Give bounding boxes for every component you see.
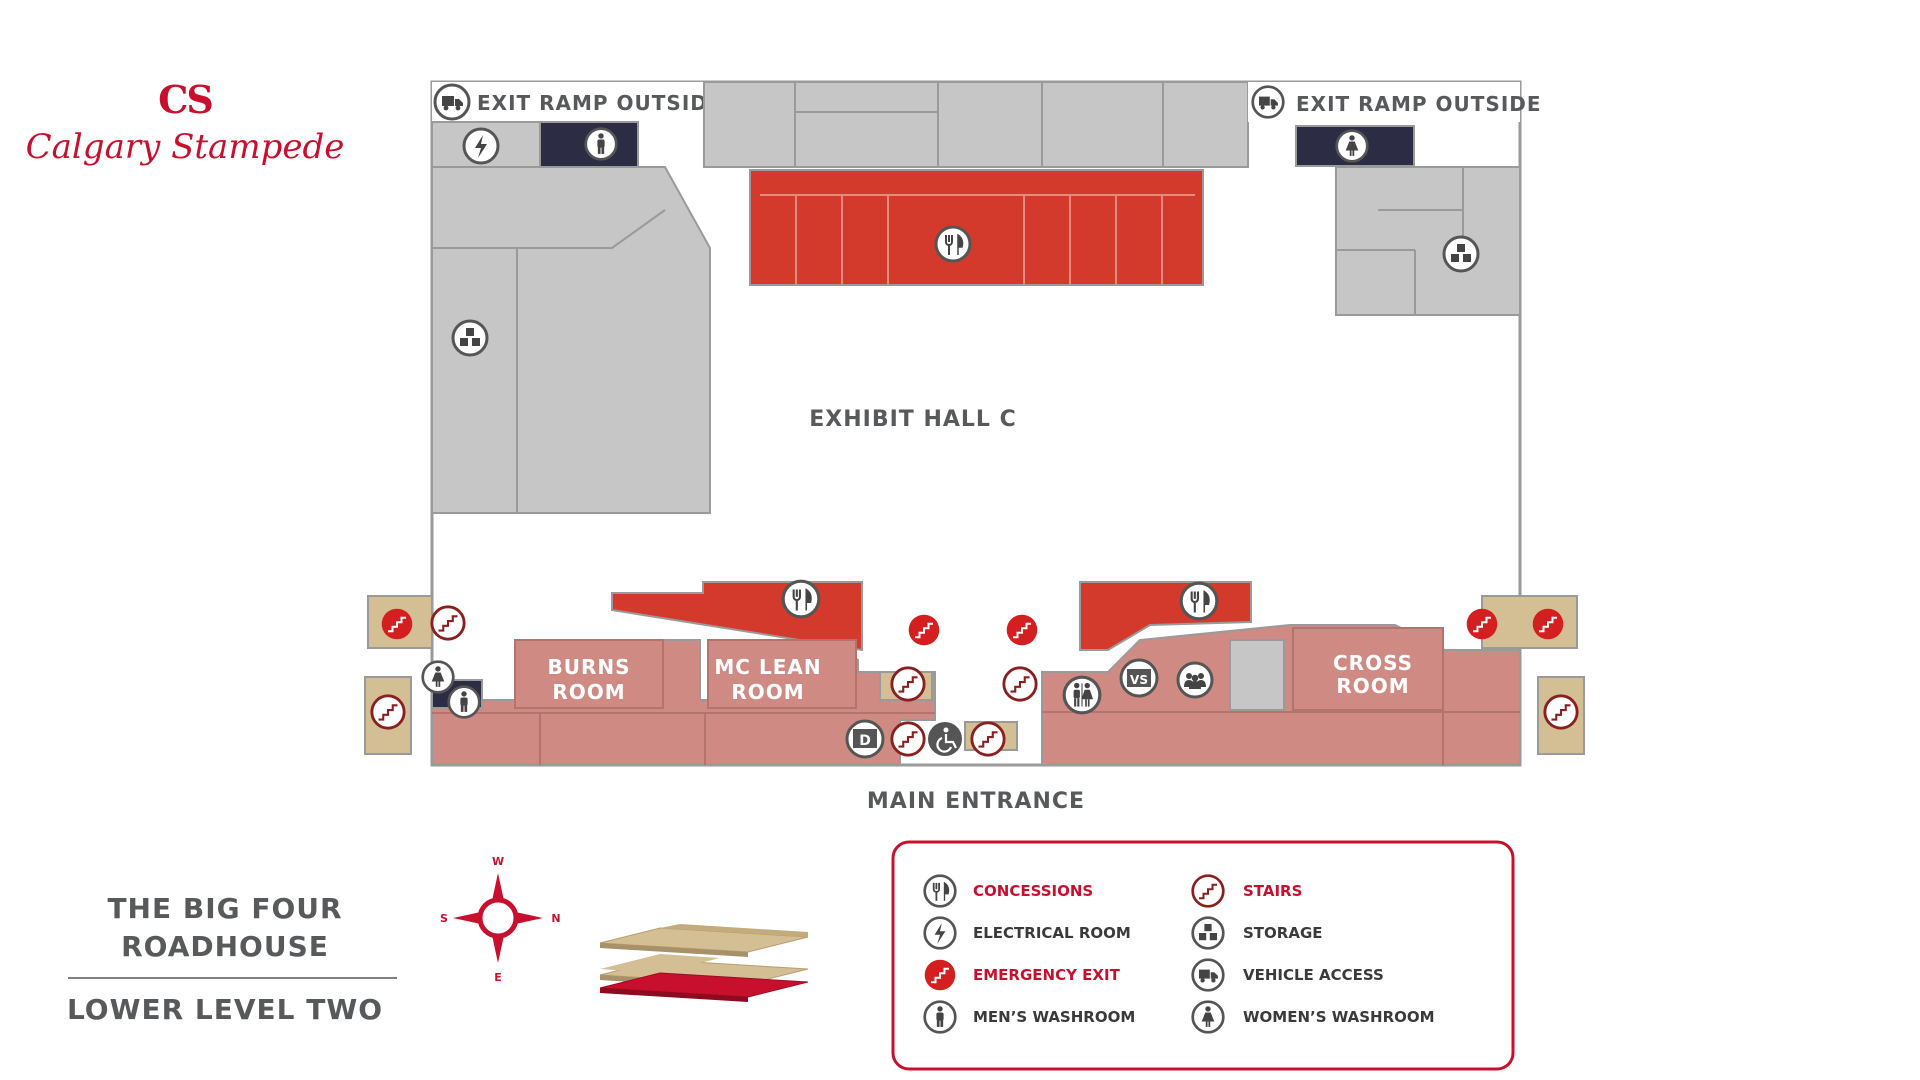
emergency-exit-icon[interactable] [1465, 607, 1499, 641]
title-block: THE BIG FOUR ROADHOUSE LOWER LEVEL TWO [67, 892, 397, 1026]
vs-icon[interactable]: VS [1119, 658, 1159, 698]
floor-plan: EXIT RAMP OUTSIDE EXIT RAMP OUTSIDE [364, 80, 1585, 814]
legend-mens-washroom: MEN’S WASHROOM [973, 1008, 1135, 1026]
stairs-icon [1191, 874, 1225, 908]
cross-room [1292, 627, 1444, 711]
group-icon[interactable] [1176, 661, 1214, 699]
boxes-icon [1191, 916, 1225, 950]
fork-knife-icon [923, 874, 957, 908]
service-room-right [1229, 639, 1285, 711]
compass-n: N [551, 912, 560, 925]
burns-room-label-2: ROOM [552, 680, 625, 704]
emergency-exit-icon[interactable] [1531, 607, 1565, 641]
compass-s: S [440, 912, 448, 925]
truck-icon[interactable] [1251, 85, 1285, 119]
accessible-icon[interactable] [926, 720, 964, 758]
man-icon[interactable] [447, 685, 481, 719]
main-entrance-label: MAIN ENTRANCE [867, 789, 1085, 814]
boxes-icon[interactable] [451, 319, 489, 357]
burns-room [514, 639, 664, 709]
legend: CONCESSIONS ELECTRICAL ROOM EMERGENCY EX… [891, 840, 1515, 1071]
d-icon[interactable]: D [845, 719, 885, 759]
level-label: LOWER LEVEL TWO [67, 993, 383, 1026]
woman-icon [1191, 1000, 1225, 1034]
compass: W S N E [440, 855, 561, 984]
logo-monogram: CS [158, 77, 212, 122]
service-area-left [431, 166, 711, 514]
fork-knife-icon[interactable] [1179, 581, 1219, 621]
woman-icon[interactable] [421, 660, 455, 694]
stairs-icon[interactable] [890, 721, 926, 757]
compass-e: E [494, 971, 502, 984]
exit-ramp-left-area [432, 82, 704, 122]
emergency-exit-icon[interactable] [1005, 613, 1039, 647]
man-icon[interactable] [584, 127, 618, 161]
legend-box [891, 840, 1515, 1071]
storage-right [1335, 166, 1521, 316]
legend-womens-washroom: WOMEN’S WASHROOM [1243, 1008, 1435, 1026]
truck-icon [1191, 958, 1225, 992]
lightning-icon [923, 916, 957, 950]
emergency-exit-icon[interactable] [380, 607, 414, 641]
concessions-top [749, 169, 1204, 286]
stairs-icon[interactable] [1543, 694, 1579, 730]
legend-stairs: STAIRS [1243, 882, 1302, 900]
cross-room-label-1: CROSS [1333, 651, 1413, 675]
logo-wordmark: Calgary Stampede [26, 127, 345, 167]
vs-text: VS [1130, 673, 1148, 687]
level-stack-graphic [599, 924, 809, 1002]
man-icon [923, 1000, 957, 1034]
mclean-room-label-2: ROOM [731, 680, 804, 704]
lightning-icon[interactable] [462, 127, 500, 165]
emergency-exit-icon[interactable] [907, 613, 941, 647]
stairs-icon[interactable] [890, 666, 926, 702]
mclean-room-label-1: MC LEAN [714, 655, 821, 679]
venue-title-line1: THE BIG FOUR [107, 892, 342, 925]
fork-knife-icon[interactable] [781, 579, 821, 619]
woman-icon[interactable] [1335, 129, 1369, 163]
mclean-room [707, 639, 857, 709]
emergency-exit-icon [923, 958, 957, 992]
current-level-highlight [599, 972, 809, 998]
stairs-icon[interactable] [1002, 666, 1038, 702]
legend-concessions: CONCESSIONS [973, 882, 1093, 900]
exhibit-hall-c-label: EXHIBIT HALL C [809, 407, 1017, 432]
venue-title-line2: ROADHOUSE [121, 930, 329, 963]
exit-ramp-left-label: EXIT RAMP OUTSIDE [477, 91, 723, 115]
stairs-icon[interactable] [370, 694, 406, 730]
stairs-icon[interactable] [430, 605, 466, 641]
truck-icon[interactable] [433, 83, 471, 121]
d-text: D [859, 733, 871, 749]
stairs-icon[interactable] [970, 721, 1006, 757]
legend-storage: STORAGE [1243, 924, 1323, 942]
restroom-icon[interactable] [1062, 675, 1102, 715]
exit-ramp-right-area [1248, 82, 1520, 122]
legend-vehicle-access: VEHICLE ACCESS [1243, 966, 1384, 984]
cross-room-label-2: ROOM [1336, 674, 1409, 698]
fork-knife-icon[interactable] [934, 225, 972, 263]
legend-electrical-room: ELECTRICAL ROOM [973, 924, 1131, 942]
exit-ramp-right-label: EXIT RAMP OUTSIDE [1296, 92, 1542, 116]
service-area-top [703, 81, 1249, 168]
boxes-icon[interactable] [1442, 235, 1480, 273]
calgary-stampede-logo[interactable]: CS Calgary Stampede [26, 77, 345, 167]
legend-emergency-exit: EMERGENCY EXIT [973, 966, 1121, 984]
compass-w: W [492, 855, 504, 868]
burns-room-label-1: BURNS [547, 655, 630, 679]
